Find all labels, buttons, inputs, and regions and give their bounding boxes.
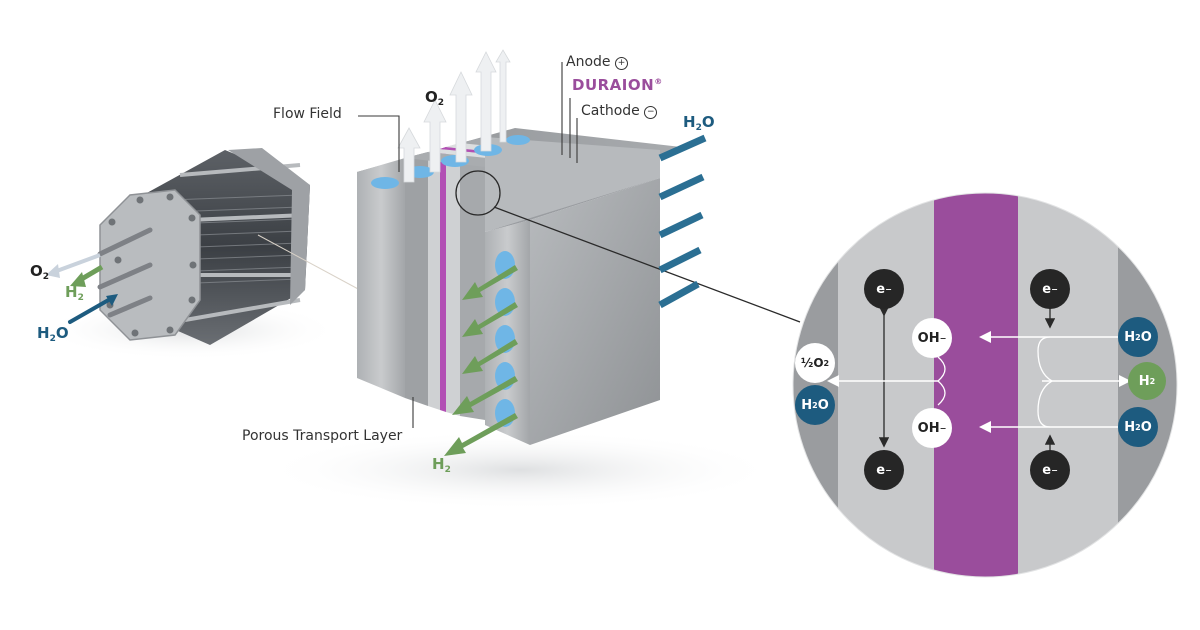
flow-field-label: Flow Field (273, 106, 342, 122)
cathode-text: Cathode (581, 103, 640, 119)
cell-block (357, 128, 801, 445)
h2-output-label: H2 (432, 455, 451, 475)
anode-plus-icon: + (614, 57, 628, 70)
stack-flow-arrows (46, 253, 118, 324)
o2-out-arrowhead (46, 264, 60, 278)
membrane-zone (934, 193, 1018, 577)
stack-detail-line (257, 234, 361, 291)
hydroxide-upper: OH− (912, 318, 952, 358)
anode-layer (428, 149, 440, 410)
cathode-zone (1018, 193, 1118, 577)
stack-o2-label: O2 (30, 262, 50, 282)
h2-arrows (444, 265, 518, 456)
anode-zone (838, 193, 934, 577)
duraion-brand-label: DURAION® (572, 76, 663, 94)
h2-out-arrowhead (70, 272, 86, 287)
registered-mark: ® (654, 77, 663, 86)
electron-cathode-bottom: e− (1030, 450, 1070, 490)
flow-field-leader (358, 115, 400, 172)
electron-cathode-top: e− (1030, 269, 1070, 309)
hydroxide-lower: OH− (912, 408, 952, 448)
magnifier-leader-line (493, 206, 801, 323)
electrolyzer-stack (97, 148, 361, 345)
cathode-label: Cathode − (581, 103, 658, 119)
membrane-layer (440, 147, 446, 412)
detail-circle-border (792, 192, 1178, 578)
porous-transport-layer-cathode (460, 137, 485, 420)
stack-h2-label: H2 (65, 283, 84, 303)
electron-anode-bottom: e− (864, 450, 904, 490)
stack-h2o-label: H2O (37, 324, 69, 344)
cathode-minus-icon: − (644, 106, 658, 119)
callout-lines (358, 62, 578, 428)
h2o-input-bars (658, 134, 707, 309)
h2o-in-arrowhead (106, 294, 118, 306)
anode-text: Anode (566, 54, 611, 70)
h2o-input-label: H2O (683, 113, 715, 133)
flow-field-plate (357, 158, 405, 398)
porous-transport-layer-label: Porous Transport Layer (242, 428, 403, 444)
electron-anode-top: e− (864, 269, 904, 309)
magnifier-circle (455, 170, 501, 216)
cathode-layer (446, 143, 460, 416)
detail-arrows (827, 305, 1131, 460)
cell-shadow (260, 430, 780, 510)
duraion-text: DURAION (572, 76, 655, 94)
porous-transport-layer-anode (405, 152, 428, 406)
o2-output-label: O2 (425, 88, 445, 108)
o2-arrows (397, 49, 511, 183)
anode-label: Anode + (566, 54, 628, 70)
detail-view (793, 193, 1177, 577)
